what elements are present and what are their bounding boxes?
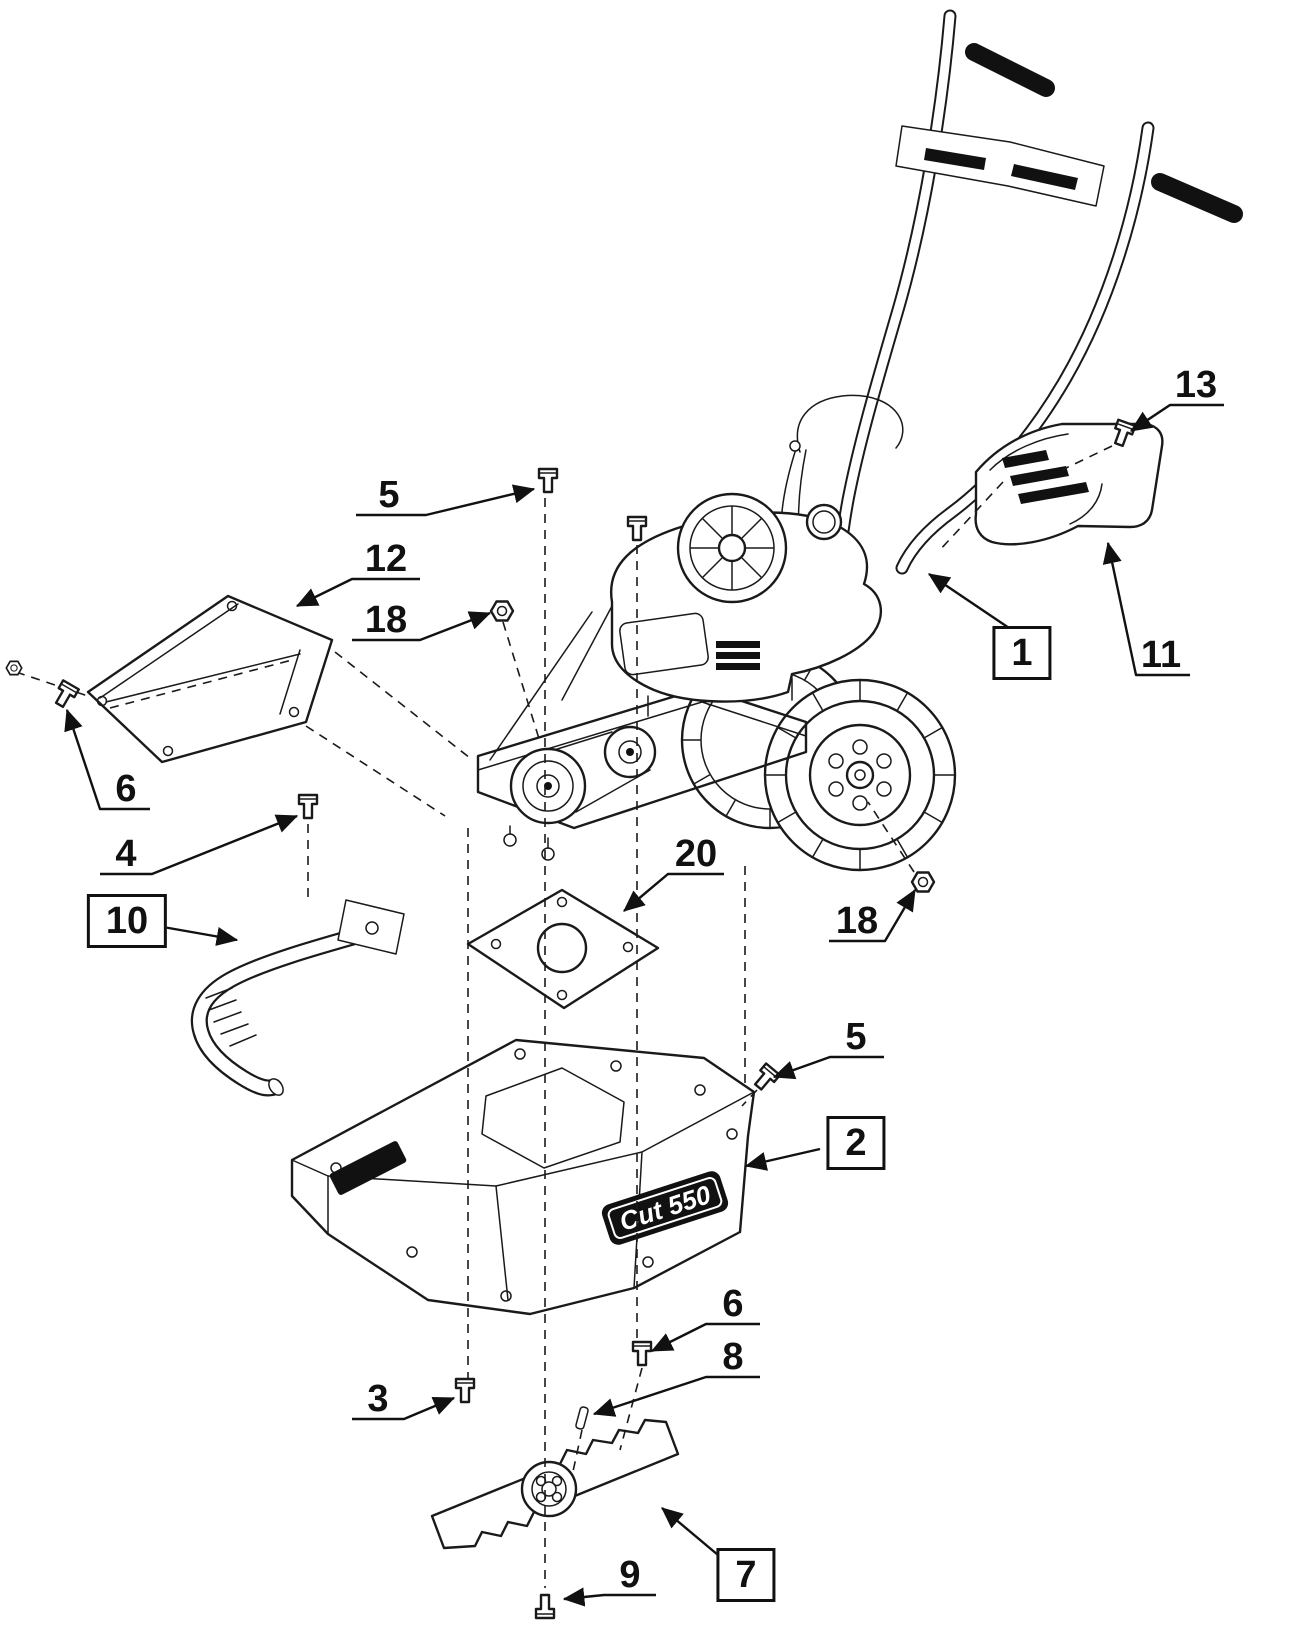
callout-8: 8 <box>722 1336 744 1378</box>
callout-7-leader <box>661 1507 719 1556</box>
callout-4: 4 <box>115 833 137 875</box>
callout-18-right: 18 <box>835 900 879 942</box>
callout-8-leader <box>592 1375 760 1417</box>
callout-20: 20 <box>674 833 718 875</box>
callout-12-leader <box>295 577 420 608</box>
callout-5-upper: 5 <box>378 474 400 516</box>
deck-model-badge: Cut 550 <box>601 1171 729 1245</box>
callout-4-leader <box>100 814 299 876</box>
callout-3: 3 <box>367 1378 389 1420</box>
callout-11-leader <box>1102 541 1190 677</box>
construction-lines <box>15 445 1113 1588</box>
callout-9-leader <box>562 1587 656 1607</box>
bail-lever <box>796 394 904 453</box>
mower-deck-part-2: Cut 550 <box>290 1038 756 1316</box>
callout-6-lower-leader <box>650 1322 760 1353</box>
callout-1-leader <box>928 573 1013 631</box>
callout-13: 13 <box>1174 364 1218 406</box>
callout-7: 7 <box>716 1548 776 1602</box>
pin-8 <box>575 1406 589 1430</box>
callout-1: 1 <box>992 626 1052 680</box>
cover-plate-part-20 <box>466 888 660 1010</box>
handlebar-cover-part-11 <box>974 422 1164 546</box>
callout-3-leader <box>352 1396 456 1421</box>
handle-grip-left <box>965 43 1055 97</box>
rear-wheel-front <box>763 678 957 872</box>
support-handle-part-10 <box>190 899 405 1097</box>
callout-13-leader <box>1130 403 1224 432</box>
blade-part-7 <box>430 1418 680 1550</box>
deck-top-cutout <box>481 1067 625 1169</box>
callout-5-right: 5 <box>845 1016 867 1058</box>
callout-10-leader <box>162 925 239 946</box>
callout-20-leader <box>623 872 724 912</box>
callout-6-left-leader <box>64 708 150 811</box>
handlebar-assembly <box>780 9 1243 576</box>
callout-18-left: 18 <box>364 599 408 641</box>
callout-2: 2 <box>826 1116 886 1170</box>
callout-6-left: 6 <box>115 768 137 810</box>
callout-5-upper-leader <box>356 484 536 517</box>
air-filter <box>619 612 709 676</box>
callout-12: 12 <box>364 538 408 580</box>
handlebar-panel <box>895 125 1105 207</box>
engine <box>609 492 883 717</box>
handle-grip-right <box>1151 173 1243 223</box>
callout-10: 10 <box>86 894 168 948</box>
fuel-cap <box>805 503 843 541</box>
callout-5-right-leader <box>772 1055 884 1080</box>
callout-9: 9 <box>619 1554 641 1596</box>
brand-sticker <box>329 1141 407 1195</box>
callout-6-lower: 6 <box>722 1283 744 1325</box>
fasteners <box>5 418 1137 1620</box>
callout-11: 11 <box>1140 634 1182 676</box>
callout-18-right-leader <box>829 888 917 943</box>
deflector-part-12 <box>86 594 334 764</box>
callout-2-leader <box>744 1147 821 1171</box>
callout-18-left-leader <box>352 611 492 642</box>
